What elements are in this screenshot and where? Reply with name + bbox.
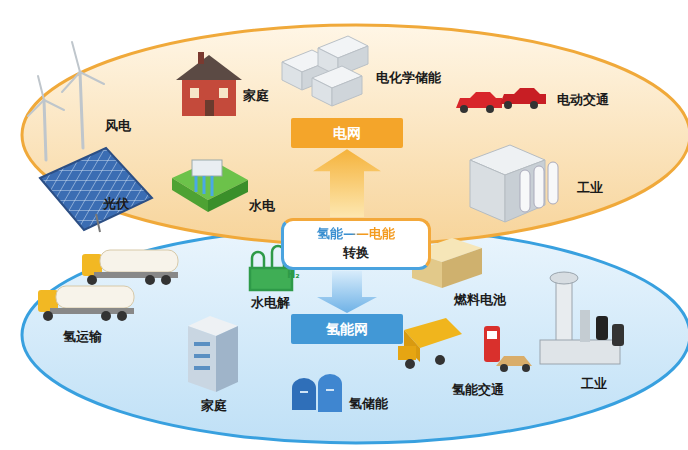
power-region: [22, 25, 688, 245]
hydrogen-tanker: [38, 250, 178, 321]
industry-plant: [540, 272, 624, 364]
electrolysis-label: 水电解: [251, 295, 290, 311]
h2-traffic-label: 氢能交通: [452, 382, 504, 398]
grid-box: 电网: [291, 118, 403, 148]
storage-label: 氢储能: [349, 396, 388, 412]
wind-turbine: [28, 42, 104, 160]
home-label: 家庭: [201, 398, 227, 414]
fuel-cell-label: 燃料电池: [454, 292, 506, 308]
factory: [470, 145, 558, 222]
pv-label: 光伏: [103, 196, 129, 212]
up-arrow: [313, 149, 381, 217]
node-text: 转换: [302, 244, 410, 263]
node-text: 电网: [311, 123, 383, 143]
h2-mark: H₂: [287, 269, 300, 281]
node-text: 氢能——电能: [302, 225, 410, 244]
hydro-label: 水电: [249, 198, 275, 214]
conversion-box: 氢能——电能转换: [281, 218, 431, 270]
down-arrow: [317, 271, 377, 313]
ev-label: 电动交通: [557, 92, 609, 108]
hydro-dam: [172, 160, 248, 212]
hydrogen-grid-box: 氢能网: [291, 314, 403, 344]
electric-car: [456, 88, 546, 113]
storage-label: 电化学储能: [376, 70, 441, 86]
node-text: 氢能网: [311, 319, 383, 339]
house: [176, 52, 242, 116]
grid-region: [22, 227, 688, 443]
hydrogen-storage: [292, 374, 342, 412]
industry-label: 工业: [577, 180, 603, 196]
wind-label: 风电: [105, 118, 131, 134]
hydrogen-vehicles: [398, 318, 532, 372]
solar-panel: [40, 148, 152, 232]
transport-label: 氢运输: [63, 329, 102, 345]
building: [188, 316, 238, 392]
industry-label: 工业: [581, 376, 607, 392]
battery-storage: [282, 36, 368, 106]
home-label: 家庭: [243, 88, 269, 104]
